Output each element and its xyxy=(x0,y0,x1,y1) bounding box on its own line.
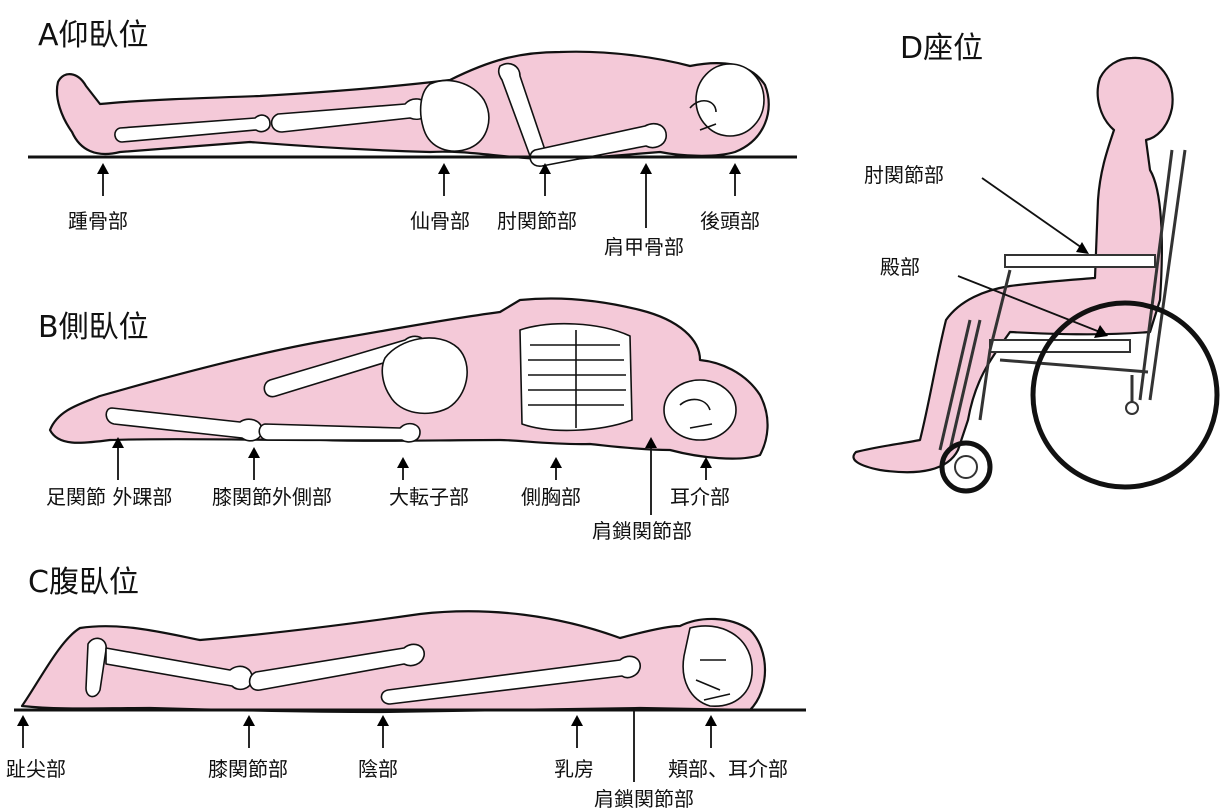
label-sacrum: 仙骨部 xyxy=(410,209,470,233)
panel-title-prone: C腹臥位 xyxy=(28,565,139,600)
label-cheek-auricle: 頬部、耳介部 xyxy=(668,757,788,781)
label-lateral-chest: 側胸部 xyxy=(521,485,581,509)
seat xyxy=(990,340,1130,352)
panel-supine: A仰臥位 踵骨部 仙骨部 肘関節部 肩甲骨部 後頭部 xyxy=(28,18,797,259)
panel-lateral: B側臥位 足関節 外踝部 膝関節外側部 大転子部 側胸部 耳介部 肩鎖関節部 xyxy=(38,298,768,543)
label-knee-lateral: 膝関節外側部 xyxy=(212,485,332,509)
label-auricle-lateral: 耳介部 xyxy=(670,485,730,509)
prone-figure xyxy=(22,611,765,712)
label-scapula: 肩甲骨部 xyxy=(604,235,684,259)
label-calcaneus: 踵骨部 xyxy=(68,209,128,233)
armrest xyxy=(1005,255,1155,267)
label-greater-trochanter: 大転子部 xyxy=(389,485,469,509)
label-acromioclavicular-prone: 肩鎖関節部 xyxy=(594,787,694,811)
label-occiput: 後頭部 xyxy=(700,209,760,233)
label-toe-tips: 趾尖部 xyxy=(6,757,66,781)
panel-prone: C腹臥位 趾尖部 膝関節部 陰部 乳房 頬部、耳介部 肩鎖関節部 xyxy=(6,565,806,811)
label-knee-prone: 膝関節部 xyxy=(208,757,288,781)
label-breast: 乳房 xyxy=(554,757,594,781)
lateral-figure xyxy=(50,298,768,458)
label-buttocks: 殿部 xyxy=(880,255,920,279)
panel-title-supine: A仰臥位 xyxy=(38,18,149,53)
panel-sitting: D座位 肘関節部 殿部 xyxy=(853,31,1217,491)
label-genitals: 陰部 xyxy=(358,757,398,781)
label-elbow-sitting: 肘関節部 xyxy=(864,163,944,187)
supine-figure xyxy=(57,52,769,167)
panel-title-sitting: D座位 xyxy=(900,31,983,66)
label-lateral-malleolus: 足関節 外踝部 xyxy=(46,485,172,509)
label-elbow-supine: 肘関節部 xyxy=(497,209,577,233)
panel-title-lateral: B側臥位 xyxy=(38,310,149,345)
label-acromioclavicular-lateral: 肩鎖関節部 xyxy=(592,519,692,543)
